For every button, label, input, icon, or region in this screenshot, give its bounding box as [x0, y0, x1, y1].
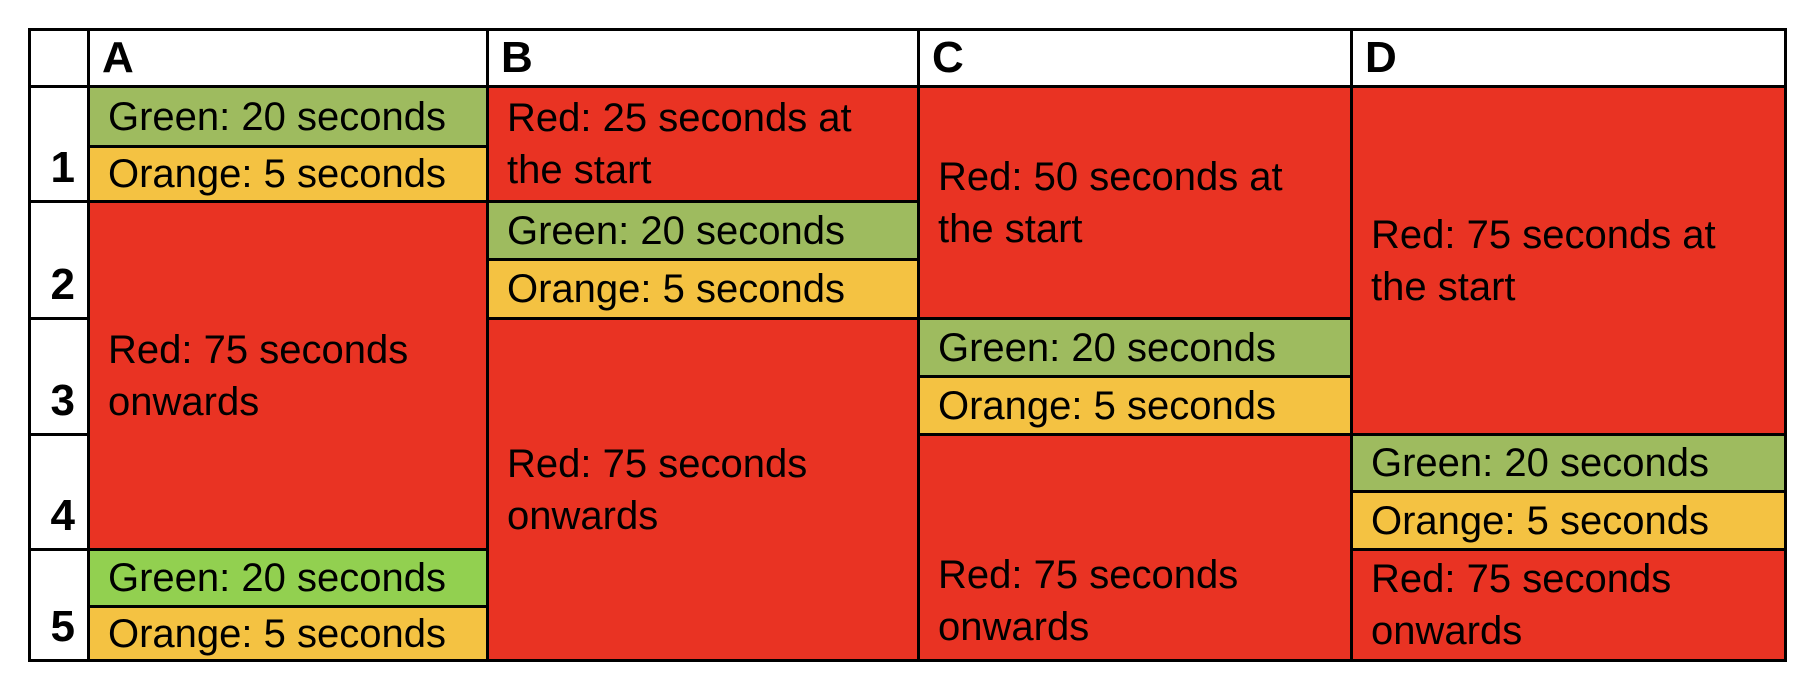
signal-c-orange-phase: Orange: 5 seconds	[920, 378, 1350, 433]
signal-d-red-start-phase: Red: 75 seconds at the start	[1353, 88, 1784, 433]
signal-c-green-phase: Green: 20 seconds	[920, 320, 1350, 375]
phase-label: Orange: 5 seconds	[507, 267, 845, 311]
signal-b-red-start-phase: Red: 25 seconds at the start	[489, 88, 917, 200]
phase-label: Green: 20 seconds	[507, 208, 845, 253]
row-label-text: 4	[50, 491, 75, 540]
phase-label: Red: 75 seconds at the start	[1371, 212, 1716, 309]
phase-label: Orange: 5 seconds	[108, 152, 446, 196]
row-label-text: 5	[50, 602, 75, 651]
signal-a-orange-phase-2: Orange: 5 seconds	[90, 608, 486, 659]
signal-c-red-onwards-phase: Red: 75 seconds onwards	[920, 436, 1350, 659]
phase-label: Red: 50 seconds at the start	[938, 154, 1283, 251]
phase-label: Orange: 5 seconds	[1371, 498, 1709, 543]
phase-label: Red: 75 seconds onwards	[507, 441, 808, 538]
traffic-light-timing-table: A B C D 1 2 3 4 5 Green: 20 seconds Oran…	[28, 28, 1787, 662]
signal-b-orange-phase: Orange: 5 seconds	[489, 261, 917, 317]
column-header-label: D	[1365, 33, 1397, 82]
column-header-d: D	[1353, 31, 1784, 85]
signal-a-green-phase-2: Green: 20 seconds	[90, 551, 486, 605]
signal-d-green-phase: Green: 20 seconds	[1353, 436, 1784, 490]
column-header-label: A	[102, 33, 134, 82]
column-header-label: C	[932, 33, 964, 82]
table-corner-cell	[31, 31, 87, 85]
row-label-5: 5	[31, 551, 87, 659]
signal-c-red-start-phase: Red: 50 seconds at the start	[920, 88, 1350, 317]
phase-label: Red: 75 seconds onwards	[108, 327, 409, 424]
phase-label: Red: 25 seconds at the start	[507, 96, 852, 192]
column-header-c: C	[920, 31, 1350, 85]
signal-b-green-phase: Green: 20 seconds	[489, 203, 917, 258]
row-label-1: 1	[31, 88, 87, 200]
signal-d-orange-phase: Orange: 5 seconds	[1353, 493, 1784, 548]
signal-a-orange-phase-1: Orange: 5 seconds	[90, 148, 486, 200]
phase-label: Orange: 5 seconds	[108, 611, 446, 656]
phase-label: Red: 75 seconds onwards	[938, 553, 1239, 649]
signal-a-red-phase: Red: 75 seconds onwards	[90, 203, 486, 548]
signal-a-green-phase-1: Green: 20 seconds	[90, 88, 486, 145]
phase-label: Orange: 5 seconds	[938, 383, 1276, 428]
column-header-label: B	[501, 33, 533, 82]
row-label-text: 3	[50, 376, 75, 425]
row-label-text: 1	[50, 143, 75, 192]
phase-label: Green: 20 seconds	[108, 556, 446, 600]
phase-label: Green: 20 seconds	[1371, 441, 1709, 485]
row-label-text: 2	[50, 260, 75, 309]
phase-label: Green: 20 seconds	[108, 94, 446, 139]
signal-b-red-onwards-phase: Red: 75 seconds onwards	[489, 320, 917, 659]
column-header-a: A	[90, 31, 486, 85]
column-header-b: B	[489, 31, 917, 85]
row-label-3: 3	[31, 320, 87, 433]
row-label-4: 4	[31, 436, 87, 548]
phase-label: Red: 75 seconds onwards	[1371, 557, 1672, 653]
row-label-2: 2	[31, 203, 87, 317]
phase-label: Green: 20 seconds	[938, 325, 1276, 370]
signal-d-red-onwards-phase: Red: 75 seconds onwards	[1353, 551, 1784, 659]
